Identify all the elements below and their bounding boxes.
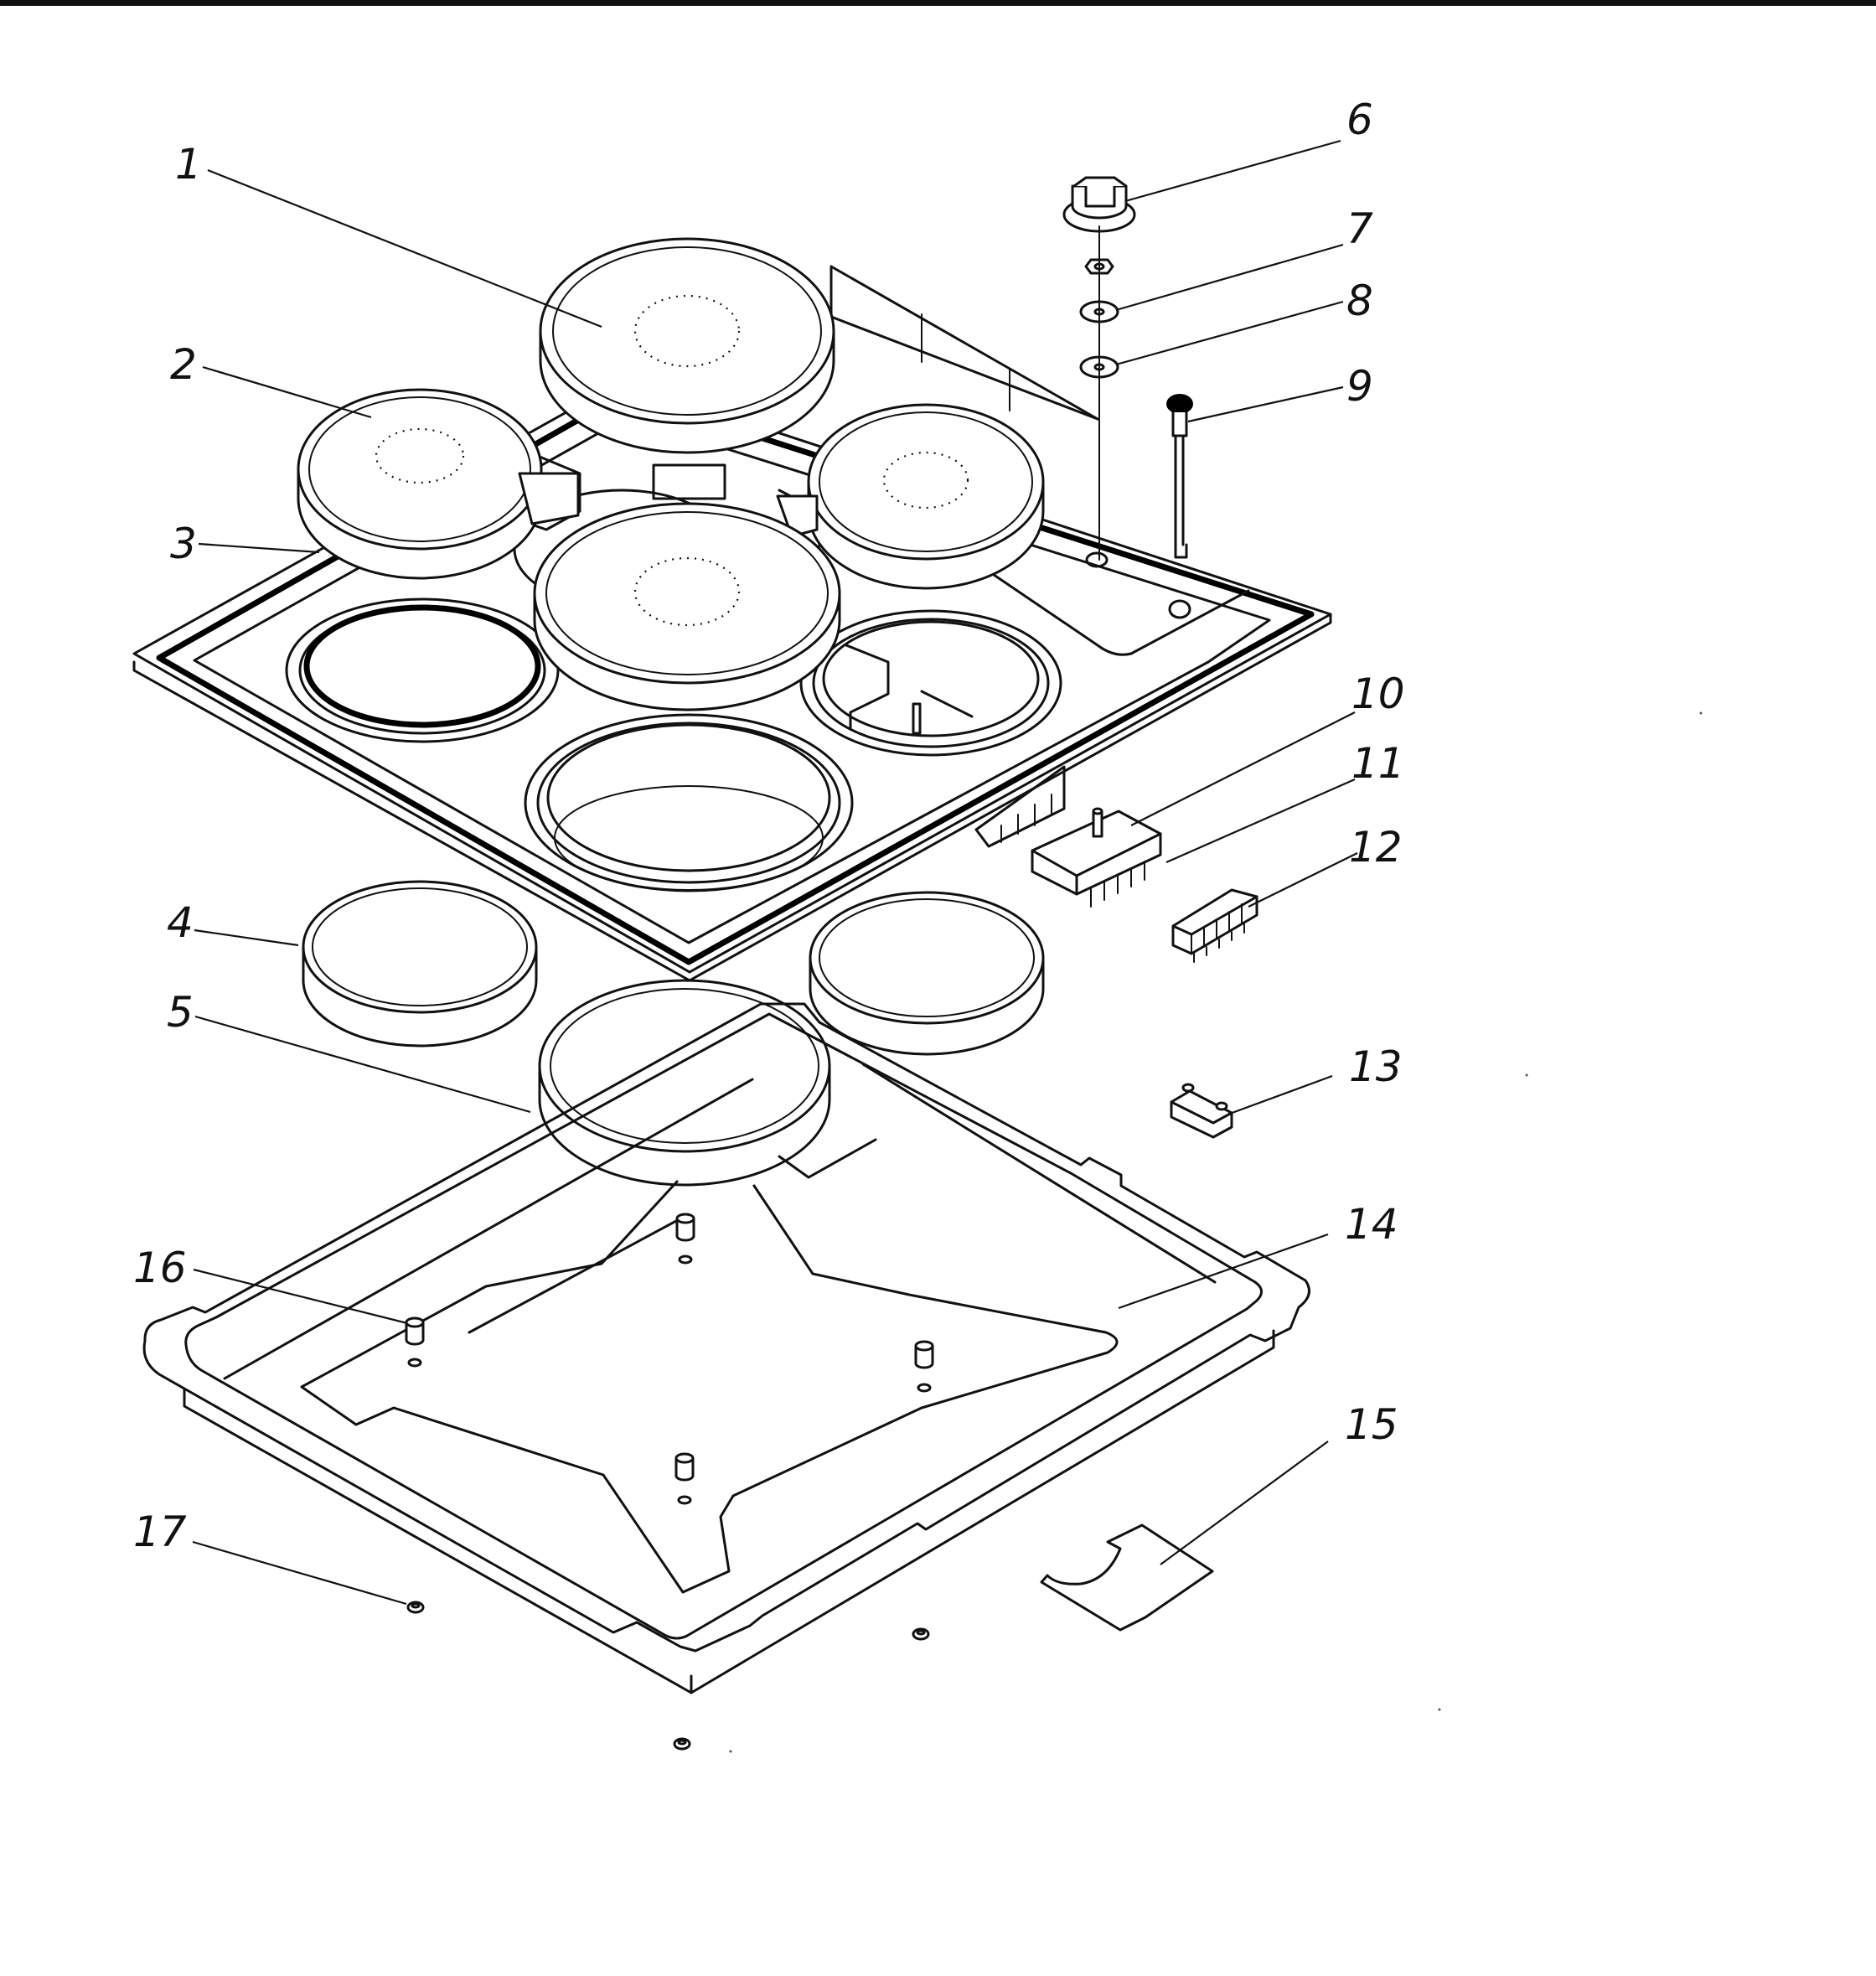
part-2-hotplate [297, 388, 580, 580]
part-13-clamp [1170, 1083, 1233, 1139]
part-1-hotplate [539, 237, 835, 454]
part-5-burner-ring [538, 979, 831, 1187]
part-12-terminal-strip [1171, 888, 1258, 963]
scan-speck [729, 1750, 732, 1753]
part-15-insulation-pad [1040, 1523, 1214, 1632]
standoff-post [405, 1316, 425, 1368]
part-3-hob-top-frame [132, 265, 1332, 982]
callout-11: 11 [1351, 739, 1405, 788]
leader-lines [192, 139, 1358, 1606]
hotplate-right [776, 403, 1045, 590]
part-6-control-knob [1062, 176, 1136, 233]
scan-speck [1699, 711, 1703, 715]
part-14-bottom-tray [142, 1002, 1310, 1694]
callout-2: 2 [170, 340, 197, 389]
standoff-post [674, 1452, 695, 1505]
callout-6: 6 [1346, 96, 1373, 144]
callout-4: 4 [167, 898, 194, 947]
part-4-burner-ring [302, 880, 538, 1047]
hotplate-front [533, 502, 841, 711]
part-4-burner-ring [809, 891, 1045, 1056]
scan-speck [1438, 1708, 1441, 1711]
scan-speck [1525, 1073, 1528, 1077]
callout-7: 7 [1346, 204, 1373, 253]
callout-10: 10 [1351, 670, 1405, 718]
callout-1: 1 [175, 140, 202, 189]
callout-17: 17 [133, 1508, 187, 1556]
standoff-post [914, 1340, 934, 1393]
top-border-rule [0, 0, 1876, 6]
callout-5: 5 [167, 988, 194, 1037]
part-9-indicator-lamp [1166, 394, 1193, 559]
callout-12: 12 [1349, 823, 1403, 872]
standoff-post [675, 1213, 695, 1265]
callout-13: 13 [1349, 1042, 1403, 1091]
part-10-energy-regulator [1031, 807, 1162, 908]
callout-14: 14 [1345, 1200, 1398, 1249]
callout-9: 9 [1346, 362, 1373, 411]
callout-3: 3 [170, 520, 197, 568]
part-17-foot [912, 1627, 930, 1641]
part-17-foot [406, 1601, 425, 1614]
callout-16: 16 [133, 1244, 187, 1292]
callout-8: 8 [1346, 277, 1373, 325]
callout-15: 15 [1345, 1400, 1398, 1449]
part-17-foot [673, 1737, 691, 1751]
